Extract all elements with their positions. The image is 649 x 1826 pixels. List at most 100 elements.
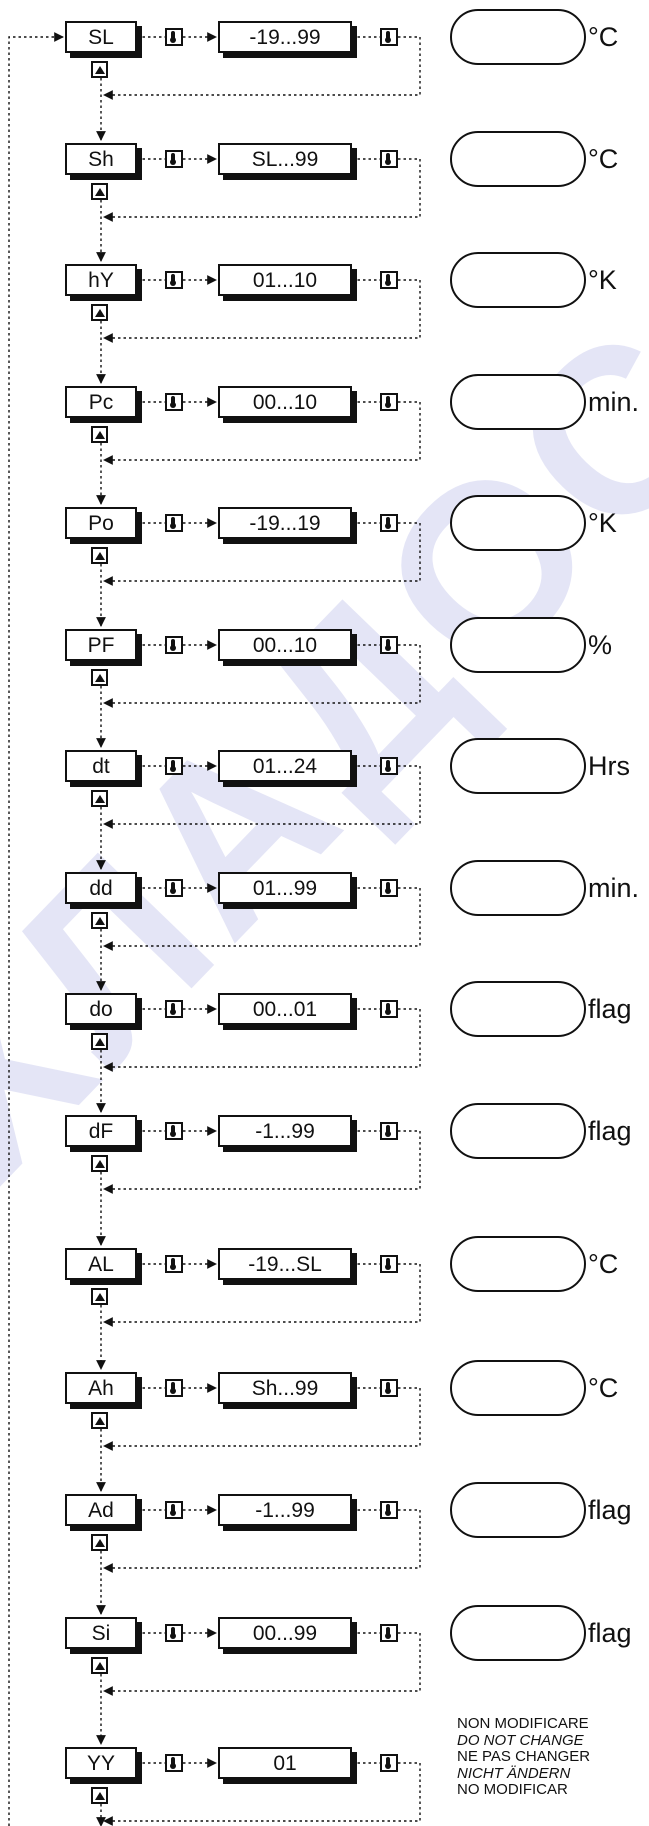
up-arrow-button-icon[interactable]	[91, 61, 108, 78]
unit-label-pc: min.	[588, 386, 640, 417]
thermometer-button-icon[interactable]	[380, 150, 398, 168]
value-display-ad[interactable]	[450, 1482, 586, 1538]
parameter-code-pf[interactable]: PF	[65, 629, 137, 661]
parameter-range-do[interactable]: 00...01	[218, 993, 352, 1025]
thermometer-button-icon[interactable]	[380, 271, 398, 289]
thermometer-button-icon[interactable]	[165, 28, 183, 46]
up-arrow-button-icon[interactable]	[91, 547, 108, 564]
parameter-range-sl[interactable]: -19...99	[218, 21, 352, 53]
parameter-code-hy[interactable]: hY	[65, 264, 137, 296]
thermometer-button-icon[interactable]	[165, 393, 183, 411]
value-display-dt[interactable]	[450, 738, 586, 794]
thermometer-button-icon[interactable]	[165, 1255, 183, 1273]
parameter-range-pf[interactable]: 00...10	[218, 629, 352, 661]
parameter-code-sl[interactable]: SL	[65, 21, 137, 53]
thermometer-button-icon[interactable]	[380, 1754, 398, 1772]
value-display-dd[interactable]	[450, 860, 586, 916]
thermometer-button-icon[interactable]	[380, 514, 398, 532]
value-display-pf[interactable]	[450, 617, 586, 673]
thermometer-button-icon[interactable]	[165, 1624, 183, 1642]
up-arrow-button-icon[interactable]	[91, 1033, 108, 1050]
value-display-pc[interactable]	[450, 374, 586, 430]
parameter-code-si[interactable]: Si	[65, 1617, 137, 1649]
thermometer-button-icon[interactable]	[380, 757, 398, 775]
parameter-code-ad[interactable]: Ad	[65, 1494, 137, 1526]
parameter-code-yy[interactable]: YY	[65, 1747, 137, 1779]
thermometer-button-icon[interactable]	[165, 271, 183, 289]
parameter-code-al[interactable]: AL	[65, 1248, 137, 1280]
thermometer-button-icon[interactable]	[165, 1501, 183, 1519]
parameter-range-sh[interactable]: SL...99	[218, 143, 352, 175]
thermometer-button-icon[interactable]	[380, 1122, 398, 1140]
thermometer-button-icon[interactable]	[165, 150, 183, 168]
parameter-range-dd[interactable]: 01...99	[218, 872, 352, 904]
parameter-code-ah[interactable]: Ah	[65, 1372, 137, 1404]
unit-label-ad: flag	[588, 1494, 632, 1525]
parameter-range-po[interactable]: -19...19	[218, 507, 352, 539]
parameter-range-yy[interactable]: 01	[218, 1747, 352, 1779]
value-display-df[interactable]	[450, 1103, 586, 1159]
thermometer-button-icon[interactable]	[165, 1122, 183, 1140]
value-display-po[interactable]	[450, 495, 586, 551]
thermometer-button-icon[interactable]	[380, 1624, 398, 1642]
thermometer-button-icon[interactable]	[165, 1754, 183, 1772]
thermometer-button-icon[interactable]	[380, 1255, 398, 1273]
thermometer-button-icon[interactable]	[380, 1501, 398, 1519]
value-display-sh[interactable]	[450, 131, 586, 187]
up-arrow-button-icon[interactable]	[91, 183, 108, 200]
value-display-sl[interactable]	[450, 9, 586, 65]
parameter-code-pc[interactable]: Pc	[65, 386, 137, 418]
up-arrow-button-icon[interactable]	[91, 1412, 108, 1429]
parameter-code-dd[interactable]: dd	[65, 872, 137, 904]
up-arrow-button-icon[interactable]	[91, 1657, 108, 1674]
parameter-code-do[interactable]: do	[65, 993, 137, 1025]
warning-block: NON MODIFICARE DO NOT CHANGE NE PAS CHAN…	[457, 1715, 649, 1799]
up-arrow-button-icon[interactable]	[91, 1787, 108, 1804]
parameter-code-df[interactable]: dF	[65, 1115, 137, 1147]
thermometer-button-icon[interactable]	[165, 514, 183, 532]
unit-label-pf: %	[588, 629, 613, 660]
warning-english: DO NOT CHANGE	[457, 1731, 584, 1749]
thermometer-button-icon[interactable]	[380, 1000, 398, 1018]
thermometer-button-icon[interactable]	[165, 1379, 183, 1397]
up-arrow-button-icon[interactable]	[91, 912, 108, 929]
thermometer-button-icon[interactable]	[380, 636, 398, 654]
parameter-range-ad[interactable]: -1...99	[218, 1494, 352, 1526]
parameter-code-sh[interactable]: Sh	[65, 143, 137, 175]
up-arrow-button-icon[interactable]	[91, 669, 108, 686]
parameter-range-hy[interactable]: 01...10	[218, 264, 352, 296]
thermometer-button-icon[interactable]	[165, 757, 183, 775]
up-arrow-button-icon[interactable]	[91, 426, 108, 443]
parameter-range-dt[interactable]: 01...24	[218, 750, 352, 782]
thermometer-button-icon[interactable]	[165, 1000, 183, 1018]
parameter-range-al[interactable]: -19...SL	[218, 1248, 352, 1280]
up-arrow-button-icon[interactable]	[91, 1155, 108, 1172]
value-display-do[interactable]	[450, 981, 586, 1037]
up-arrow-button-icon[interactable]	[91, 1288, 108, 1305]
value-display-ah[interactable]	[450, 1360, 586, 1416]
up-arrow-button-icon[interactable]	[91, 1534, 108, 1551]
thermometer-button-icon[interactable]	[165, 879, 183, 897]
unit-label-al: °C	[588, 1248, 619, 1279]
parameter-range-df[interactable]: -1...99	[218, 1115, 352, 1147]
up-arrow-button-icon[interactable]	[91, 304, 108, 321]
thermometer-button-icon[interactable]	[380, 879, 398, 897]
unit-label-ah: °C	[588, 1372, 619, 1403]
parameter-code-dt[interactable]: dt	[65, 750, 137, 782]
thermometer-button-icon[interactable]	[380, 1379, 398, 1397]
parameter-range-ah[interactable]: Sh...99	[218, 1372, 352, 1404]
thermometer-button-icon[interactable]	[380, 393, 398, 411]
parameter-range-si[interactable]: 00...99	[218, 1617, 352, 1649]
thermometer-button-icon[interactable]	[380, 28, 398, 46]
parameter-code-po[interactable]: Po	[65, 507, 137, 539]
parameter-range-pc[interactable]: 00...10	[218, 386, 352, 418]
up-arrow-button-icon[interactable]	[91, 790, 108, 807]
value-display-hy[interactable]	[450, 252, 586, 308]
unit-label-do: flag	[588, 993, 632, 1024]
value-display-si[interactable]	[450, 1605, 586, 1661]
global-return-loop	[8, 32, 64, 1826]
thermometer-button-icon[interactable]	[165, 636, 183, 654]
value-display-al[interactable]	[450, 1236, 586, 1292]
unit-label-df: flag	[588, 1115, 632, 1146]
